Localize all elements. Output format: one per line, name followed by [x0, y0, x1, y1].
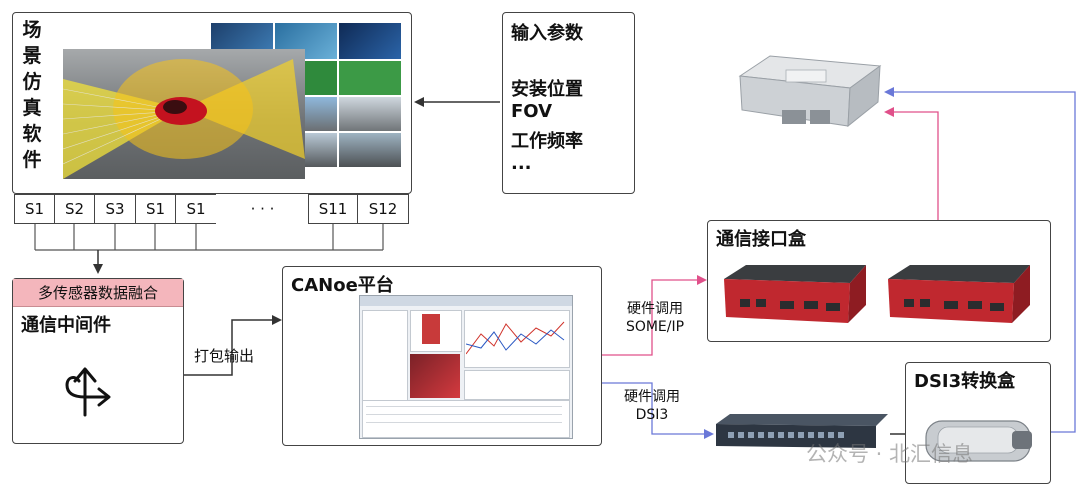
param-item: FOV	[511, 101, 553, 122]
scenario-simulation-box: 场 景 仿 真 软 件	[12, 12, 412, 194]
canoe-platform-box: CANoe平台	[282, 266, 602, 446]
scenario-title-char: 件	[22, 149, 42, 171]
dsi3-converter-box: DSI3转换盒	[905, 362, 1051, 484]
sensor-cell: S1	[14, 194, 55, 224]
canoe-software-screenshot	[359, 295, 573, 439]
sensor-cell: S11	[308, 194, 358, 224]
canoe-plot-graphic	[466, 321, 565, 355]
sensor-cell: S3	[94, 194, 136, 224]
sensor-cone-graphic	[63, 59, 305, 179]
middleware-title: 通信中间件	[21, 315, 111, 336]
someip-call-line1: 硬件调用	[627, 301, 683, 317]
someip-call-label: 硬件调用 SOME/IP	[610, 300, 700, 336]
commbox-to-ecu-arrow	[884, 107, 939, 220]
canoe-to-switch-arrow	[602, 382, 714, 439]
scenario-title-char: 景	[22, 45, 42, 67]
params-title: 输入参数	[511, 23, 583, 44]
scenario-title: 场 景 仿 真 软 件	[21, 17, 43, 173]
interface-device-image	[724, 265, 866, 323]
dsi3-converter-title: DSI3转换盒	[914, 371, 1016, 392]
param-item: 工作频率	[511, 131, 583, 152]
scenario-title-char: 软	[22, 123, 42, 145]
dsi3-to-ecu-arrow	[884, 87, 1076, 433]
communication-middleware-box: 多传感器数据融合 通信中间件	[12, 278, 184, 444]
fusion-to-canoe-arrow	[184, 315, 282, 376]
watermark-text: 公众号 · 北汇信息	[806, 442, 974, 466]
canoe-to-commbox-arrow	[602, 275, 707, 356]
dsi3-call-line2: DSI3	[635, 407, 669, 423]
scenario-title-char: 场	[22, 19, 42, 41]
sensor-coverage-render	[63, 49, 305, 179]
sensor-cell: S2	[54, 194, 95, 224]
dsi3-call-label: 硬件调用 DSI3	[612, 388, 692, 424]
someip-call-line2: SOME/IP	[625, 319, 685, 335]
comm-interface-title: 通信接口盒	[716, 229, 806, 250]
interface-device-image	[888, 265, 1030, 323]
param-item: ...	[511, 153, 532, 174]
pack-output-label: 打包输出	[194, 347, 255, 365]
scenario-title-char: 仿	[22, 71, 42, 93]
comm-interface-box: 通信接口盒	[707, 220, 1051, 342]
split-route-icon	[65, 367, 111, 417]
input-parameters-box: 输入参数 安装位置 FOV 工作频率 ...	[502, 12, 635, 194]
ecu-device-image	[738, 55, 882, 128]
dsi3-call-line1: 硬件调用	[624, 389, 680, 405]
param-item: 安装位置	[511, 79, 583, 100]
sensor-cell: S1	[175, 194, 217, 224]
network-switch-image	[716, 414, 888, 448]
sensor-bus	[34, 224, 384, 251]
sensor-cell: S12	[357, 194, 409, 224]
sensor-cell: S1	[135, 194, 176, 224]
sensor-ellipsis: · · ·	[216, 194, 309, 224]
canoe-title: CANoe平台	[291, 275, 394, 296]
scenario-title-char: 真	[22, 97, 42, 119]
fusion-tag: 多传感器数据融合	[13, 279, 183, 307]
dsi3-device-image	[925, 420, 1032, 462]
